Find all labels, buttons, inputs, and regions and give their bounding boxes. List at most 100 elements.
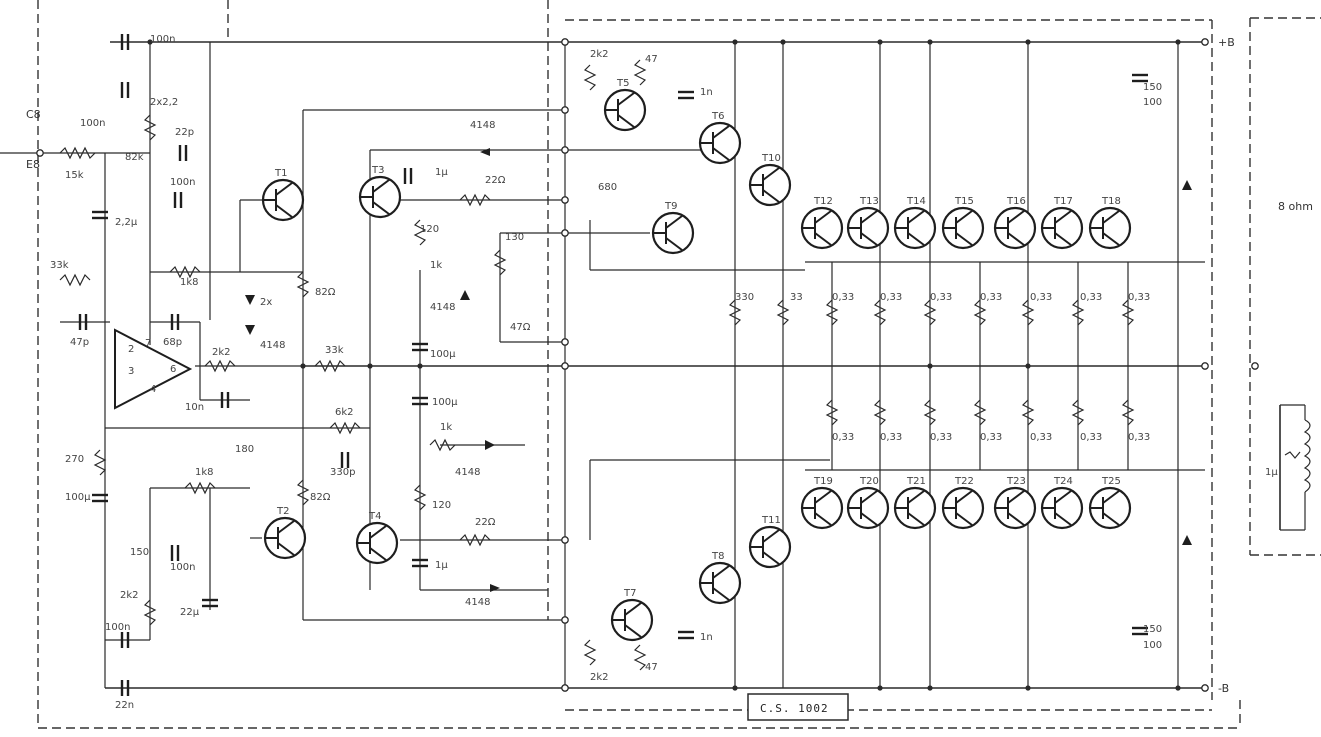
transistor-label: T8 [711,551,724,562]
component-value-label: 1µ [435,560,448,571]
transistor-t14: T14 [893,196,937,250]
transistor-t10: T10 [748,153,792,207]
driver-wiring [239,42,720,688]
transistor-t4: T4 [355,511,399,565]
component-value-label: 1n [700,632,713,643]
transistor-label: T17 [1053,196,1073,207]
component-value-label: 4148 [470,120,495,131]
component-value-label: 2k2 [590,49,609,60]
component-value-label: 100n [170,562,195,573]
component-value-label: 33k [50,260,69,271]
diode-icon [1182,180,1192,190]
component-value-label: 1n [700,87,713,98]
component-value-label: 2k2 [590,672,609,683]
component-value-label: 4148 [455,467,480,478]
diode-icon [245,295,255,305]
transistor-t6: T6 [698,111,742,165]
component-value-label: 100 [1143,97,1162,108]
opamp-pin-3: 3 [128,366,134,377]
transistor-t21: T21 [893,476,937,530]
component-value-label: 2k2 [212,347,231,358]
transistor-t11: T11 [748,515,792,569]
component-value-label: 100n [170,177,195,188]
component-value-label: 100n [80,118,105,129]
component-value-label: 22Ω [475,517,496,528]
transistor-label: T23 [1006,476,1026,487]
transistor-label: T15 [954,196,974,207]
transistor-t24: T24 [1040,476,1084,530]
transistor-t5: T5 [603,78,647,132]
component-value-label: 1k8 [195,467,214,478]
component-value-label: 330p [330,467,355,478]
transistor-label: T3 [371,165,384,176]
capacitors [78,34,1148,696]
transistor-t20: T20 [846,476,890,530]
opamp: 2 3 4 6 7 [114,328,193,410]
component-value-label: 22µ [180,607,200,618]
terminal-input-bottom: E8 [26,158,40,171]
transistor-t17: T17 [1040,196,1084,250]
input-network [0,42,370,688]
transistor-label: T1 [274,168,287,179]
transistor-t19: T19 [800,476,844,530]
transistor-t7: T7 [610,588,654,642]
component-value-label: 100n [105,622,130,633]
transistor-label: T18 [1101,196,1121,207]
transistor-t15: T15 [941,196,985,250]
component-value-label: 33 [790,292,803,303]
transistor-label: T5 [616,78,629,89]
component-value-label: 100µ [430,349,456,360]
transistor-t3: T3 [358,165,402,219]
component-value-label: 33k [325,345,344,356]
component-value-label: 0,33 [880,292,902,303]
transistor-label: T9 [664,201,677,212]
component-value-label: 22n [115,700,134,711]
transistor-label: T4 [368,511,381,522]
transistor-label: T6 [711,111,724,122]
transistor-label: T25 [1101,476,1121,487]
title-block-text: C.S. 1002 [760,702,829,715]
transistor-label: T12 [813,196,833,207]
component-value-label: 68p [163,337,182,348]
component-value-label: 1µ [435,167,448,178]
component-value-label: 100µ [65,492,91,503]
component-value-label: 130 [505,232,524,243]
component-value-label: 0,33 [832,292,854,303]
component-value-label: 0,33 [880,432,902,443]
component-value-label: 47 [645,662,658,673]
component-value-label: 2x2,2 [150,97,178,108]
component-value-label: 2,2µ [115,217,138,228]
component-value-label: 0,33 [930,292,952,303]
output-busbars [589,220,1205,540]
component-value-label: 6k2 [335,407,354,418]
transistor-label: T2 [276,506,289,517]
terminal-load: 8 ohm [1278,200,1313,213]
component-value-label: 120 [420,224,439,235]
component-value-label: 100n [150,34,175,45]
component-value-label: 270 [65,454,84,465]
component-value-label: 150 [1143,624,1162,635]
transistor-t18: T18 [1088,196,1132,250]
component-value-label: 120 [432,500,451,511]
component-value-label: 180 [235,444,254,455]
component-value-label: 0,33 [1080,432,1102,443]
component-value-label: 0,33 [980,432,1002,443]
component-value-label: 0,33 [1030,292,1052,303]
junctions [36,38,1259,692]
component-value-label: 22p [175,127,194,138]
transistor-label: T14 [906,196,926,207]
opamp-pin-2: 2 [128,344,134,355]
diode-icon [1182,535,1192,545]
transistor-t2: T2 [263,506,307,560]
component-value-label: 100µ [432,397,458,408]
component-value-label: 4148 [430,302,455,313]
component-value-label: 0,33 [1030,432,1052,443]
opamp-pin-4: 4 [150,384,156,395]
component-value-label: 2x [260,297,272,308]
transistor-t1: T1 [261,168,305,222]
diode-icon [245,325,255,335]
diode-icon [460,290,470,300]
transistor-t23: T23 [993,476,1037,530]
